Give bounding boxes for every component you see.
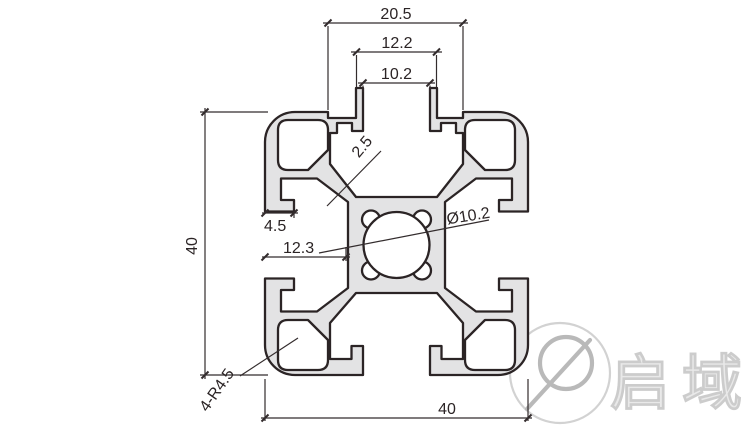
leader-center-bore-label: Ø10.2 (445, 205, 491, 229)
dim-tab-inner: 10.2 (358, 66, 435, 92)
corner-chamber-hole-tr (463, 118, 517, 172)
dim-slot-depth: 12.3 (260, 240, 351, 262)
dim-slot-depth-label: 12.3 (283, 240, 314, 257)
q-logo-icon (537, 334, 595, 392)
dim-width: 40 (260, 379, 533, 423)
dim-tab-inner-label: 10.2 (381, 66, 412, 83)
dim-tab-outer: 12.2 (351, 35, 442, 87)
profile-cross-section (263, 86, 530, 377)
dim-height-label: 40 (184, 237, 201, 255)
leader-corner-radius-label: 4-R4.5 (197, 366, 239, 415)
leader-center-bore: Ø10.2 (318, 205, 491, 254)
corner-chamber-hole-br (463, 318, 517, 372)
dim-tab-outer-label: 12.2 (381, 35, 412, 52)
dim-lip-land: 4.5 (260, 202, 299, 235)
leader-web-thickness-label: 2.5 (349, 133, 376, 161)
brand-logo: 启域 (508, 321, 751, 425)
dim-height: 40 (184, 107, 268, 380)
center-bore (360, 209, 433, 281)
brand-name: 启域 (610, 350, 751, 417)
corner-chamber-hole-bl (276, 318, 330, 372)
dimensions: 20.5 12.2 10.2 40 (184, 6, 533, 423)
dim-top-opening: 20.5 (323, 6, 468, 110)
dim-top-opening-label: 20.5 (380, 6, 411, 23)
corner-chamber-hole-tl (276, 118, 330, 172)
dim-width-label: 40 (438, 401, 456, 418)
bore-circle (362, 210, 431, 280)
dim-lip-land-label: 4.5 (264, 218, 286, 235)
q-logo-tail-icon (524, 337, 593, 412)
